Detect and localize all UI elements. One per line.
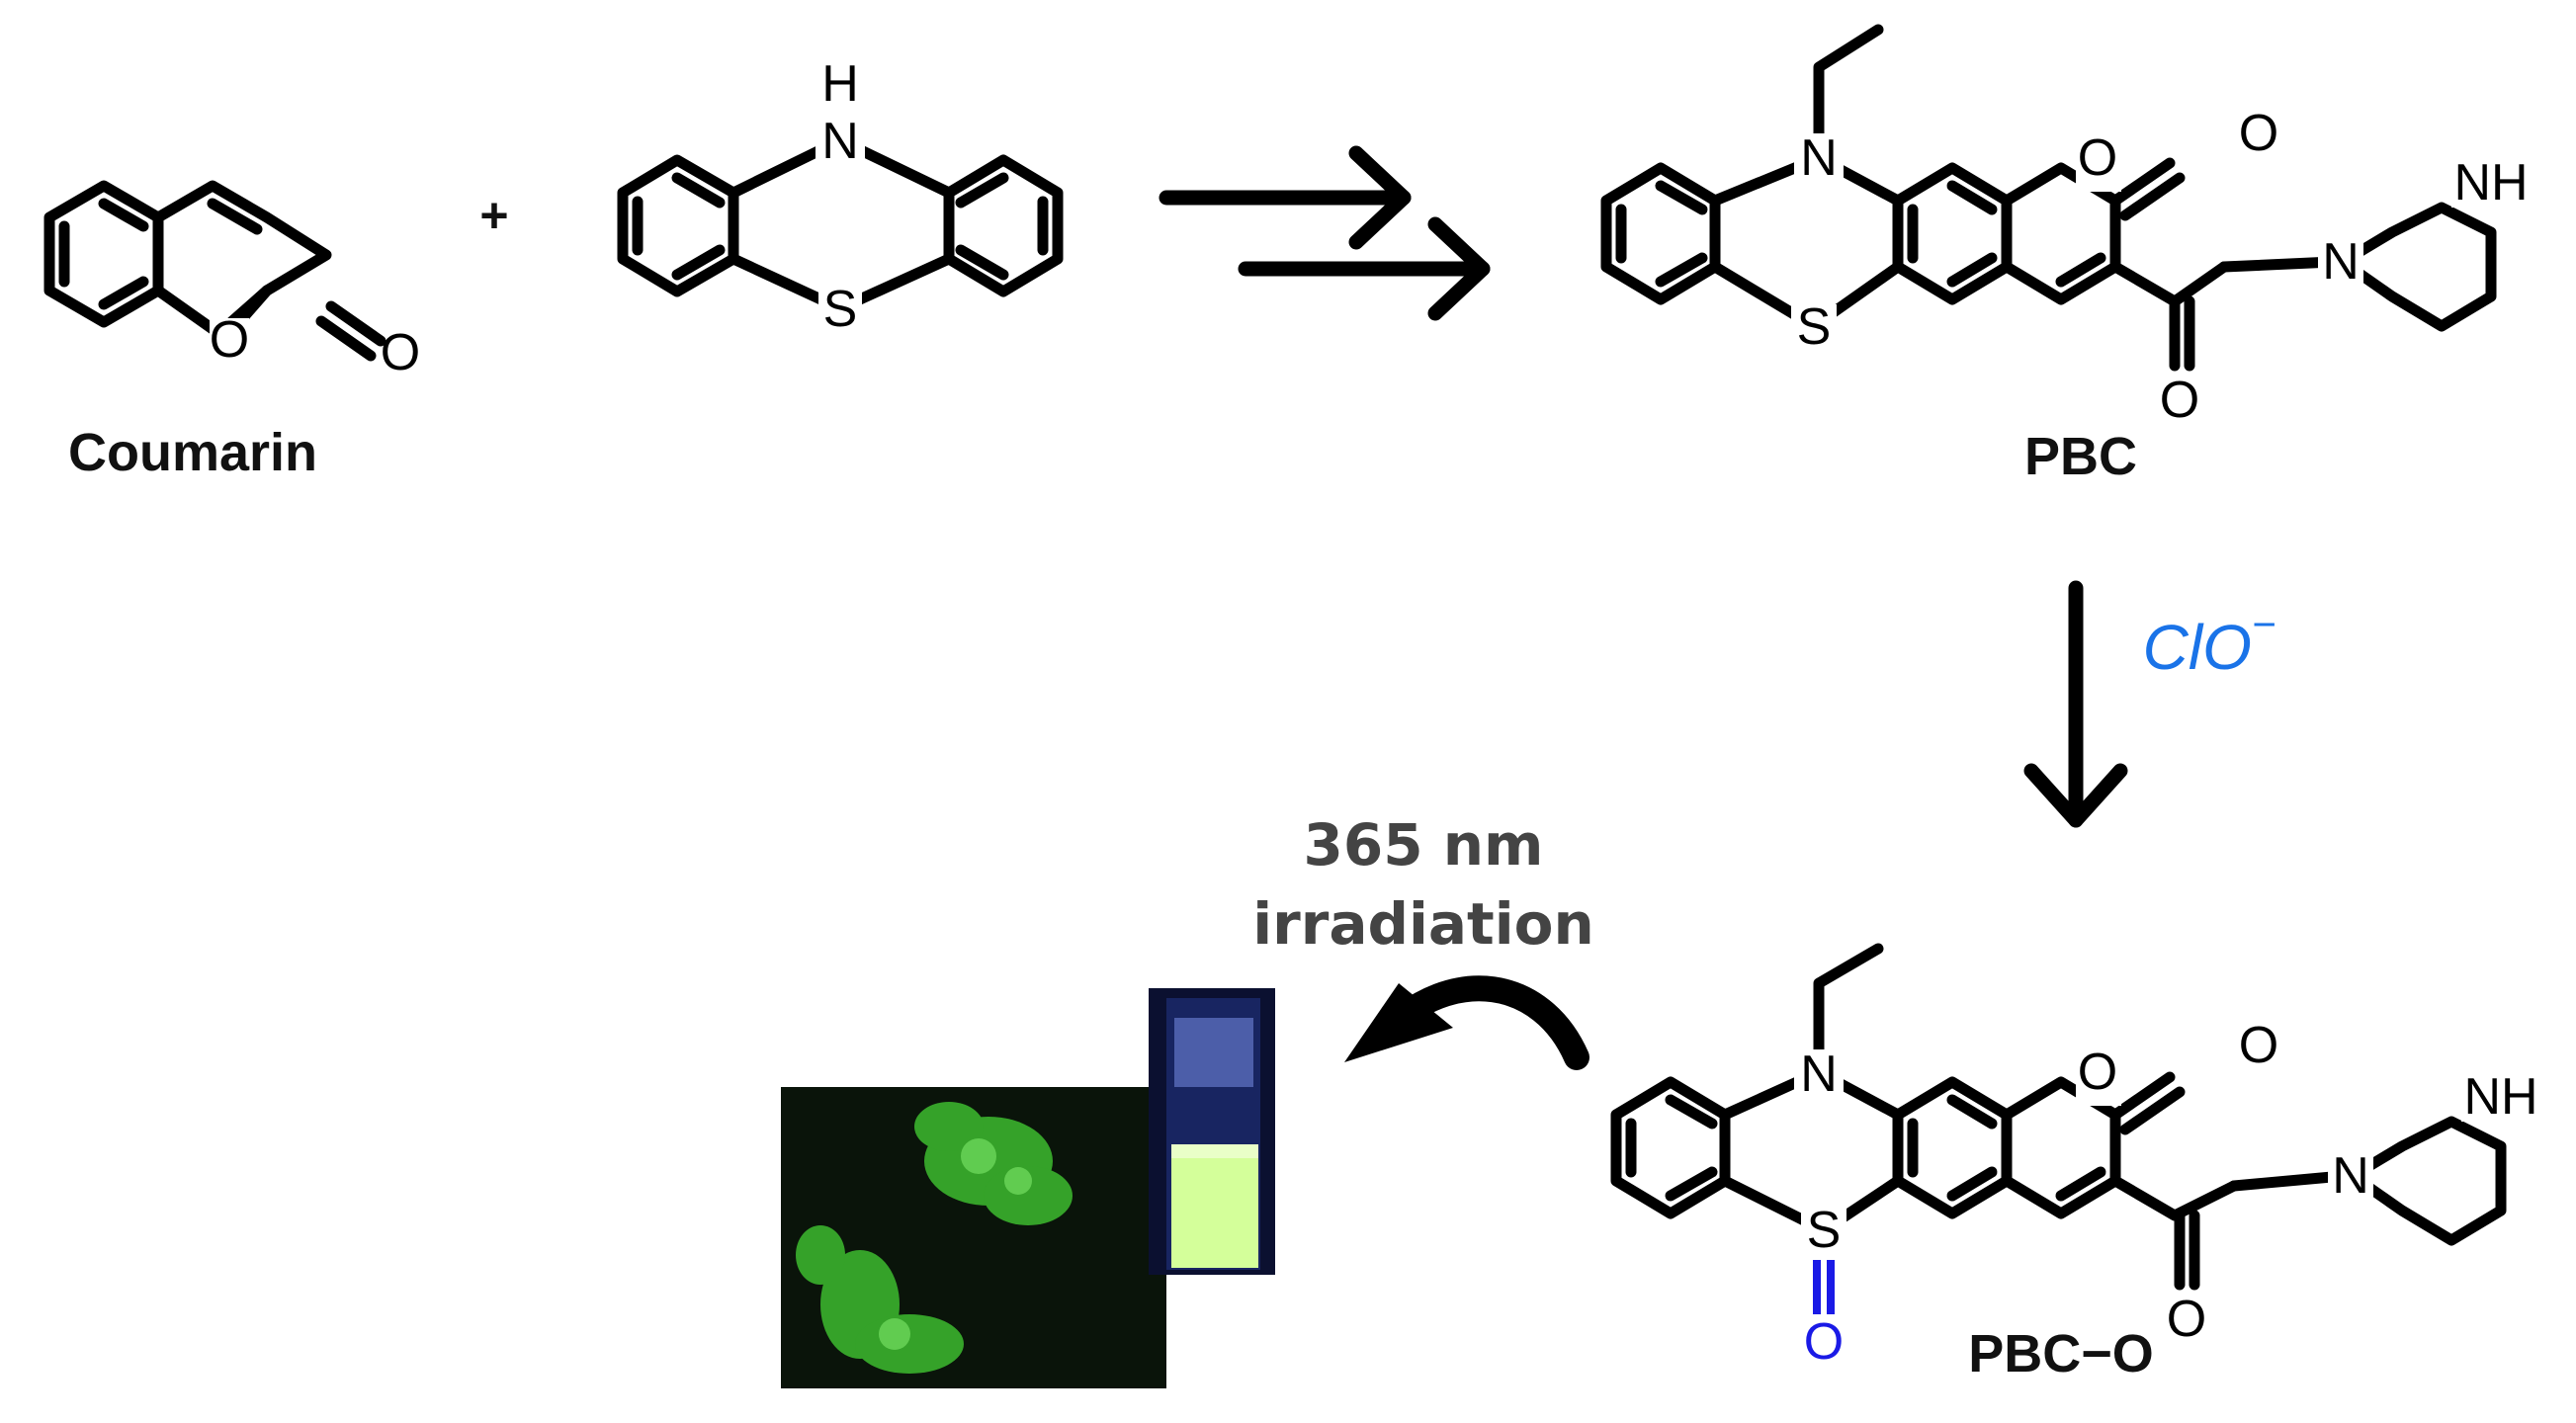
coumarin-carbonyl-oxygen: O bbox=[381, 324, 420, 381]
coumarin-structure: O O bbox=[43, 180, 420, 381]
pbc-ring-oxygen: O bbox=[2078, 129, 2117, 187]
pbco-sulfoxide-oxygen: O bbox=[1804, 1313, 1844, 1371]
pbc-amide-oxygen: O bbox=[2160, 372, 2199, 429]
phenothiazine-nitrogen: N bbox=[821, 113, 859, 170]
oxidation-arrow bbox=[2023, 580, 2128, 828]
curved-arrow bbox=[1344, 975, 1589, 1070]
coumarin-ring-oxygen: O bbox=[210, 311, 249, 369]
pbc-label: PBC bbox=[2024, 427, 2137, 486]
cell-fluorescence-image bbox=[781, 1087, 1166, 1388]
condition-line-1: 365 nm bbox=[1304, 811, 1544, 879]
pbc-nitrogen: N bbox=[1800, 129, 1838, 187]
pbc-piperazine-nh: NH bbox=[2453, 154, 2528, 211]
condition-line-2: irradiation bbox=[1252, 890, 1594, 958]
pbco-sulfur: S bbox=[1807, 1202, 1842, 1259]
phenothiazine-h: H bbox=[821, 55, 859, 113]
coumarin-label: Coumarin bbox=[68, 423, 317, 482]
pbco-piperazine-nitrogen: N bbox=[2332, 1147, 2369, 1205]
pbco-structure: N S O O O O N NH bbox=[1610, 943, 2540, 1371]
two-step-arrows bbox=[1159, 145, 1491, 321]
plus-sign: + bbox=[479, 188, 508, 243]
pbco-piperazine-nh: NH bbox=[2463, 1068, 2537, 1126]
pbco-label: PBC−O bbox=[1968, 1324, 2154, 1383]
pbc-carbonyl-oxygen: O bbox=[2239, 105, 2278, 162]
pbc-piperazine-nitrogen: N bbox=[2322, 233, 2360, 291]
pbco-nitrogen: N bbox=[1800, 1046, 1838, 1103]
phenothiazine-structure: H N S bbox=[617, 55, 1064, 338]
vial-uv-image bbox=[1149, 988, 1275, 1275]
pbc-structure: N S O O O N NH bbox=[1600, 24, 2531, 429]
pbco-ring-oxygen: O bbox=[2078, 1044, 2117, 1101]
pbc-sulfur: S bbox=[1797, 298, 1832, 356]
pbco-carbonyl-oxygen: O bbox=[2239, 1017, 2278, 1074]
hypochlorite-reagent: ClO− bbox=[2143, 601, 2276, 684]
pbco-amide-oxygen: O bbox=[2167, 1291, 2206, 1348]
phenothiazine-sulfur: S bbox=[823, 281, 858, 338]
